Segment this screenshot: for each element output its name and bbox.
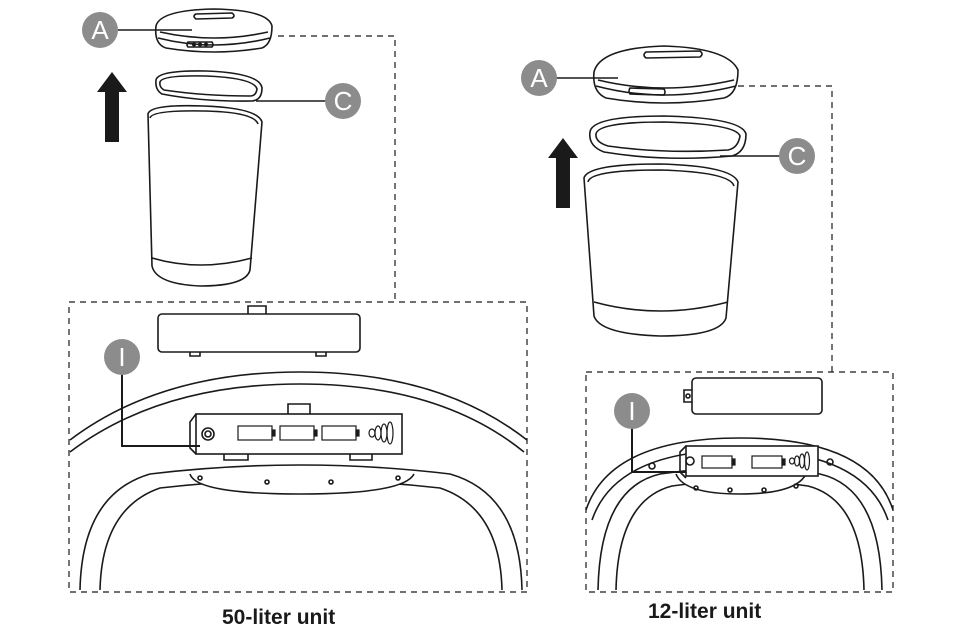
battery-icon (321, 425, 360, 441)
svg-text:I: I (118, 342, 125, 372)
battery-icon (751, 455, 786, 469)
battery-compartment-12l (679, 445, 819, 479)
right-unit-assembly (548, 45, 894, 593)
up-arrow-icon (97, 72, 127, 142)
battery-cover-50l (157, 305, 361, 357)
caption-50-liter: 50-liter unit (222, 606, 336, 629)
liner-ring-12l (588, 115, 747, 160)
bin-body-50l (147, 104, 263, 287)
callout-line-i-left (121, 372, 200, 447)
battery-icon (701, 455, 736, 469)
callout-i-right: I (614, 393, 650, 429)
caption-12-liter: 12-liter unit (648, 600, 762, 623)
callout-a-right: A (521, 60, 557, 96)
battery-icon (279, 425, 318, 441)
battery-icon (237, 425, 276, 441)
callout-c-right: C (779, 138, 815, 174)
dashed-guide-left (278, 35, 396, 302)
svg-text:A: A (91, 15, 109, 45)
bin-body-12l (583, 163, 739, 337)
callout-i-left: I (104, 339, 140, 375)
liner-ring-50l (155, 70, 263, 102)
spring-icon (788, 451, 811, 471)
svg-text:I: I (628, 396, 635, 426)
battery-cover-12l (683, 377, 823, 415)
lid-50l (154, 8, 273, 53)
svg-text:C: C (334, 86, 353, 116)
bin-rim-detail-50l (69, 371, 528, 591)
up-arrow-icon (548, 138, 578, 208)
battery-compartment-50l (189, 403, 403, 461)
svg-text:A: A (530, 63, 548, 93)
lid-12l (592, 45, 739, 104)
callout-c-left: C (325, 83, 361, 119)
svg-text:C: C (788, 141, 807, 171)
callout-line-i-right (631, 426, 686, 473)
spring-icon (368, 421, 394, 445)
left-unit-assembly (68, 8, 528, 593)
callout-a-left: A (82, 12, 118, 48)
dashed-guide-right (738, 85, 833, 372)
